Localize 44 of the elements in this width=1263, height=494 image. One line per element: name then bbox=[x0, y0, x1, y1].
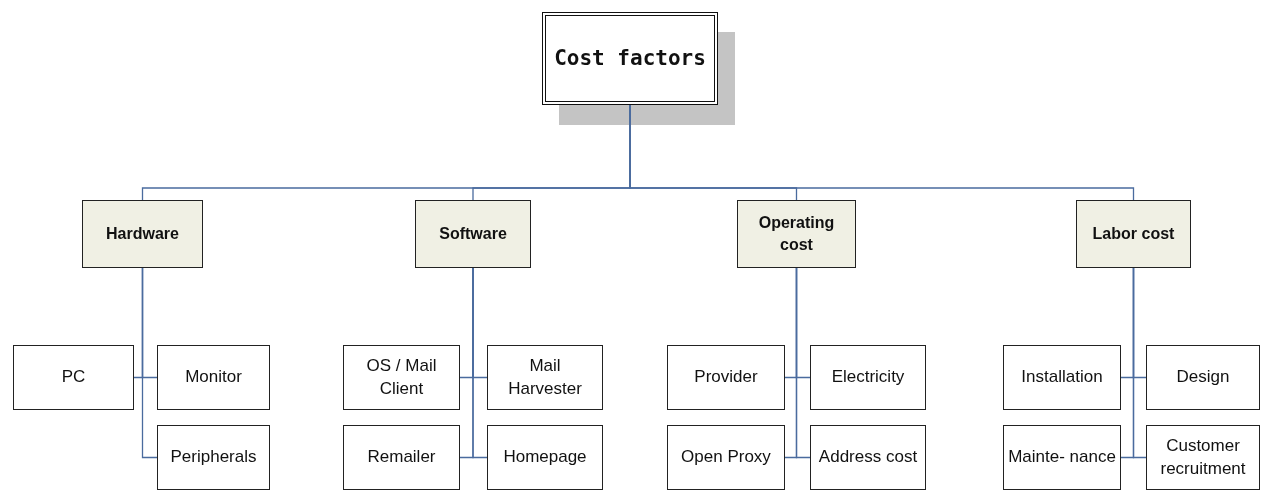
item-box bbox=[487, 345, 603, 410]
item-box bbox=[1146, 345, 1260, 410]
connector-line bbox=[795, 267, 811, 459]
category-box bbox=[1076, 200, 1191, 268]
connector-line bbox=[141, 267, 158, 459]
box-label: Mail Harvester bbox=[507, 354, 583, 400]
item-box bbox=[343, 425, 460, 490]
box-label: Design bbox=[1176, 366, 1230, 389]
box-label: OS / Mail Client bbox=[365, 354, 438, 400]
item-box bbox=[157, 345, 270, 410]
item-box bbox=[810, 425, 926, 490]
box-label: Open Proxy bbox=[681, 446, 771, 469]
box-label: Electricity bbox=[831, 366, 905, 389]
category-box bbox=[82, 200, 203, 268]
box-label: PC bbox=[61, 366, 86, 389]
box-label: Monitor bbox=[185, 366, 242, 389]
box-label: Homepage bbox=[503, 446, 587, 469]
item-box bbox=[1146, 425, 1260, 490]
item-box bbox=[667, 345, 785, 410]
item-box bbox=[667, 425, 785, 490]
item-box bbox=[13, 345, 134, 410]
item-box bbox=[1003, 425, 1121, 490]
box-label: Provider bbox=[694, 366, 758, 389]
item-box bbox=[810, 345, 926, 410]
box-label: Cost factors bbox=[554, 45, 706, 73]
item-box bbox=[343, 345, 460, 410]
item-box bbox=[1003, 345, 1121, 410]
box-label: Peripherals bbox=[170, 446, 257, 469]
box-label: Software bbox=[439, 224, 507, 245]
connector-line bbox=[1132, 267, 1147, 459]
box-label: Hardware bbox=[106, 224, 179, 245]
box-label: Mainte- nance bbox=[1008, 446, 1116, 469]
box-label: Customer recruitment bbox=[1159, 434, 1247, 480]
category-box bbox=[415, 200, 531, 268]
box-label: Operating cost bbox=[757, 213, 836, 255]
box-label: Address cost bbox=[818, 446, 918, 469]
box-label: Installation bbox=[1021, 366, 1103, 389]
category-box bbox=[737, 200, 856, 268]
item-box bbox=[157, 425, 270, 490]
item-box bbox=[487, 425, 603, 490]
title-box bbox=[542, 12, 718, 105]
box-label: Remailer bbox=[367, 446, 436, 469]
connector-line bbox=[472, 267, 488, 459]
box-label: Labor cost bbox=[1092, 224, 1175, 245]
